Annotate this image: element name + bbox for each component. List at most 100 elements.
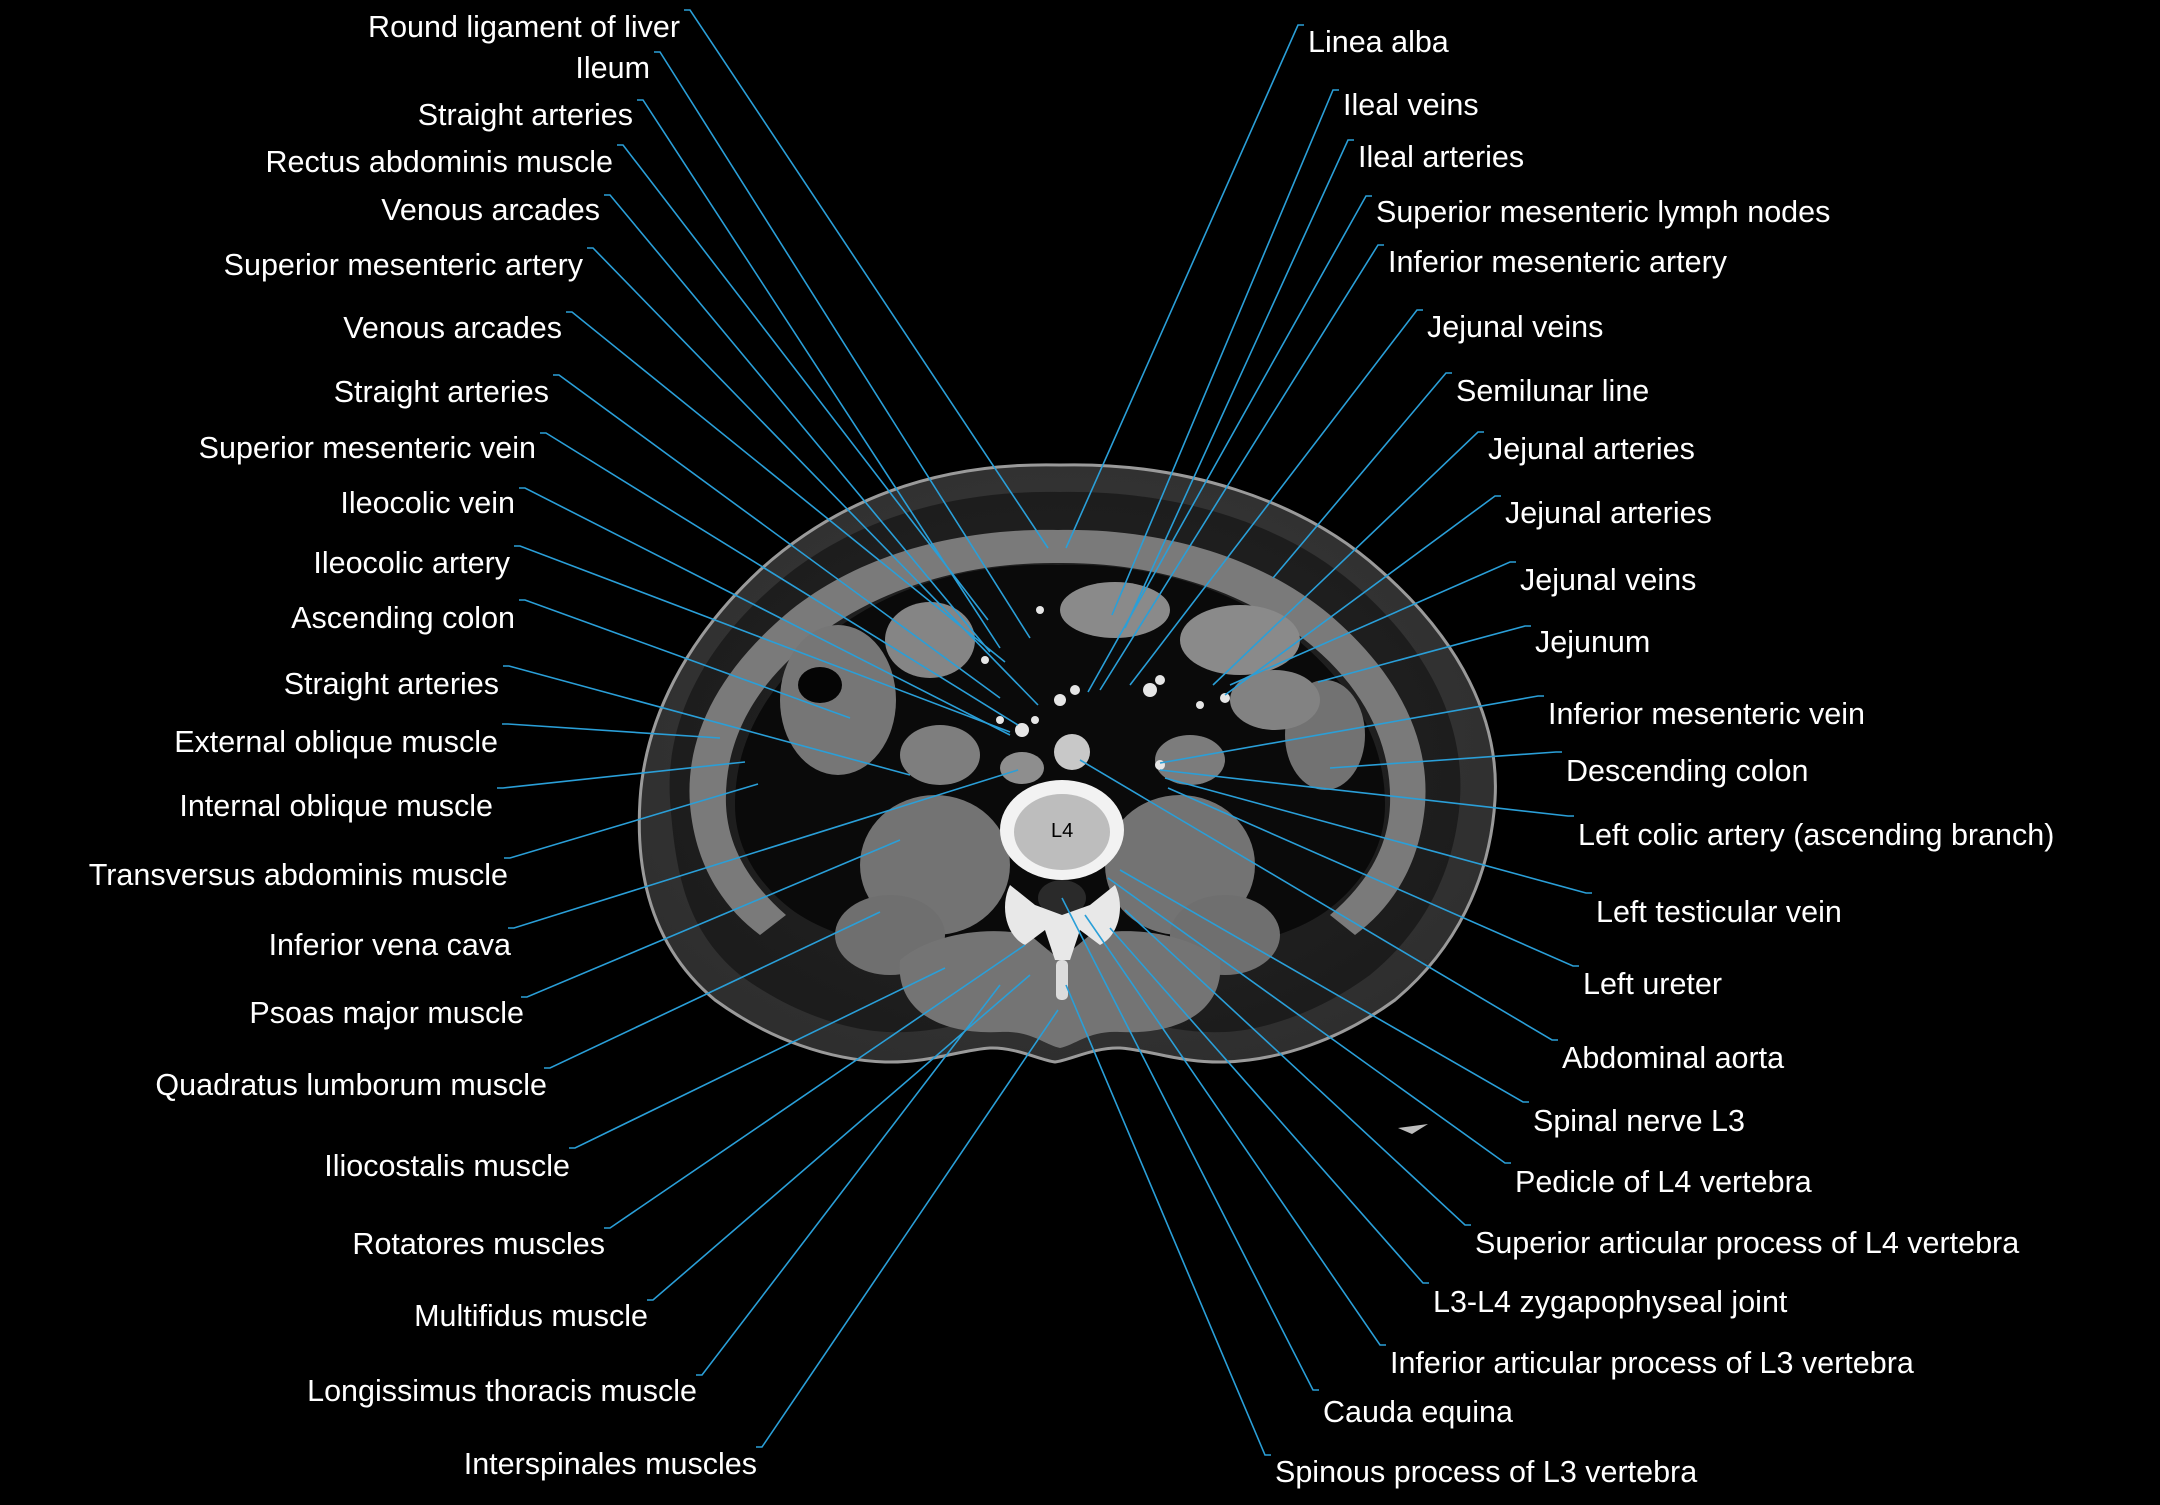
- bowel-loop-1: [1060, 582, 1170, 638]
- leader-line-psoas-major-muscle: [521, 839, 901, 998]
- leader-line-superior-mesenteric-lymph-nodes: [1087, 195, 1372, 693]
- label-straight-arteries-3: Straight arteries: [284, 667, 499, 701]
- leader-line-inferior-mesenteric-vein: [1159, 695, 1544, 764]
- leader-line-spinal-nerve-l3: [1119, 869, 1529, 1103]
- leader-line-inferior-articular-process-l3: [1084, 914, 1386, 1346]
- leader-line-rotatores-muscles: [604, 944, 1026, 1229]
- label-jejunal-veins-1: Jejunal veins: [1427, 310, 1603, 344]
- leader-line-spinous-process-l3: [1065, 984, 1271, 1456]
- label-straight-arteries-1: Straight arteries: [418, 98, 633, 132]
- leader-line-venous-arcades-2: [566, 311, 1006, 663]
- leader-line-left-testicular-vein: [1164, 777, 1592, 894]
- label-ileocolic-vein: Ileocolic vein: [340, 486, 515, 520]
- label-linea-alba: Linea alba: [1308, 25, 1449, 59]
- aorta-shape: [1054, 734, 1090, 770]
- label-ileal-arteries: Ileal arteries: [1358, 140, 1524, 174]
- label-jejunum: Jejunum: [1535, 625, 1650, 659]
- leader-line-superior-articular-process-l4: [1124, 909, 1471, 1226]
- leader-lines: [497, 9, 1592, 1456]
- ivc-shape: [1000, 752, 1044, 784]
- leader-line-inferior-vena-cava: [508, 769, 1019, 929]
- label-jejunal-arteries-1: Jejunal arteries: [1488, 432, 1695, 466]
- vertebra-level-label: L4: [1051, 820, 1073, 842]
- leader-line-inferior-mesenteric-artery: [1099, 244, 1384, 691]
- leader-line-internal-oblique-muscle: [497, 761, 746, 789]
- leader-line-round-ligament-of-liver: [684, 9, 1049, 549]
- label-abdominal-aorta: Abdominal aorta: [1562, 1041, 1784, 1075]
- label-spinal-nerve-l3: Spinal nerve L3: [1533, 1104, 1745, 1138]
- label-left-testicular-vein: Left testicular vein: [1596, 895, 1842, 929]
- leader-line-jejunal-arteries-1: [1212, 431, 1484, 686]
- label-round-ligament-of-liver: Round ligament of liver: [368, 10, 680, 44]
- bowel-loop-4: [900, 725, 980, 785]
- leader-line-ileum: [654, 51, 1031, 639]
- label-straight-arteries-2: Straight arteries: [334, 375, 549, 409]
- label-descending-colon: Descending colon: [1566, 754, 1808, 788]
- label-left-ureter: Left ureter: [1583, 967, 1722, 1001]
- label-superior-articular-process-l4: Superior articular process of L4 vertebr…: [1475, 1226, 2019, 1260]
- label-inferior-articular-process-l3: Inferior articular process of L3 vertebr…: [1390, 1346, 1914, 1380]
- leader-line-jejunal-veins-2: [1229, 561, 1516, 686]
- table-artifact: [1398, 1124, 1428, 1134]
- label-rectus-abdominis-muscle: Rectus abdominis muscle: [265, 145, 613, 179]
- bowel-loop-3: [885, 602, 975, 678]
- ascending-colon-lumen: [798, 667, 842, 703]
- ct-scan-image: L4: [637, 463, 1497, 1134]
- label-inferior-vena-cava: Inferior vena cava: [269, 928, 511, 962]
- label-venous-arcades-2: Venous arcades: [343, 311, 562, 345]
- leader-line-interspinales-muscles: [756, 1009, 1059, 1448]
- label-interspinales-muscles: Interspinales muscles: [464, 1447, 757, 1481]
- label-venous-arcades-1: Venous arcades: [381, 193, 600, 227]
- label-semilunar-line: Semilunar line: [1456, 374, 1649, 408]
- abdominal-wall-muscle: [689, 529, 1426, 935]
- label-ascending-colon: Ascending colon: [291, 601, 515, 635]
- label-external-oblique-muscle: External oblique muscle: [174, 725, 498, 759]
- label-iliocostalis-muscle: Iliocostalis muscle: [324, 1149, 570, 1183]
- leader-line-linea-alba: [1065, 24, 1304, 549]
- label-ileum: Ileum: [575, 51, 650, 85]
- leader-line-jejunal-arteries-2: [1224, 495, 1501, 696]
- label-pedicle-of-l4-vertebra: Pedicle of L4 vertebra: [1515, 1165, 1812, 1199]
- leader-line-multifidus-muscle: [647, 974, 1031, 1301]
- posterior-elements-shape: [1005, 885, 1120, 960]
- spinous-process-shape: [1056, 960, 1068, 1000]
- leader-line-descending-colon: [1329, 751, 1562, 769]
- label-jejunal-veins-2: Jejunal veins: [1520, 563, 1696, 597]
- leader-line-jejunal-veins-1: [1129, 309, 1423, 686]
- label-transversus-abdominis-muscle: Transversus abdominis muscle: [89, 858, 508, 892]
- label-internal-oblique-muscle: Internal oblique muscle: [179, 789, 493, 823]
- leader-line-abdominal-aorta: [1079, 759, 1558, 1041]
- label-ileal-veins: Ileal veins: [1343, 88, 1479, 122]
- leader-line-iliocostalis-muscle: [569, 967, 946, 1149]
- label-psoas-major-muscle: Psoas major muscle: [249, 996, 524, 1030]
- leader-line-straight-arteries-3: [503, 665, 911, 776]
- label-superior-mesenteric-lymph-nodes: Superior mesenteric lymph nodes: [1376, 195, 1830, 229]
- label-spinous-process-l3: Spinous process of L3 vertebra: [1275, 1455, 1697, 1489]
- label-multifidus-muscle: Multifidus muscle: [414, 1299, 648, 1333]
- leader-line-rectus-abdominis-muscle: [617, 144, 989, 621]
- bowel-loop-6: [1155, 735, 1225, 785]
- leader-line-quadratus-lumborum-muscle: [544, 911, 881, 1069]
- label-quadratus-lumborum-muscle: Quadratus lumborum muscle: [155, 1068, 547, 1102]
- leader-line-ileal-veins: [1111, 89, 1339, 616]
- leader-line-cauda-equina: [1061, 897, 1319, 1391]
- label-l3-l4-zygapophyseal-joint: L3-L4 zygapophyseal joint: [1433, 1285, 1788, 1319]
- label-jejunal-arteries-2: Jejunal arteries: [1505, 496, 1712, 530]
- bowel-loop-2: [1180, 605, 1300, 675]
- label-longissimus-thoracis-muscle: Longissimus thoracis muscle: [307, 1374, 697, 1408]
- leader-line-ascending-colon: [519, 599, 851, 719]
- leader-line-left-ureter: [1167, 787, 1579, 967]
- leader-line-semilunar-line: [1272, 372, 1452, 579]
- leader-line-straight-arteries-1: [637, 99, 1001, 649]
- label-left-colic-artery: Left colic artery (ascending branch): [1578, 818, 2054, 852]
- leader-line-longissimus-thoracis-muscle: [696, 984, 1001, 1376]
- label-ileocolic-artery: Ileocolic artery: [313, 546, 510, 580]
- leader-line-jejunum: [1317, 625, 1531, 683]
- mesenteric-vessels: [981, 606, 1230, 770]
- leader-line-l3-l4-zygapophyseal-joint: [1109, 927, 1429, 1284]
- label-rotatores-muscles: Rotatores muscles: [352, 1227, 605, 1261]
- label-inferior-mesenteric-artery: Inferior mesenteric artery: [1388, 245, 1728, 279]
